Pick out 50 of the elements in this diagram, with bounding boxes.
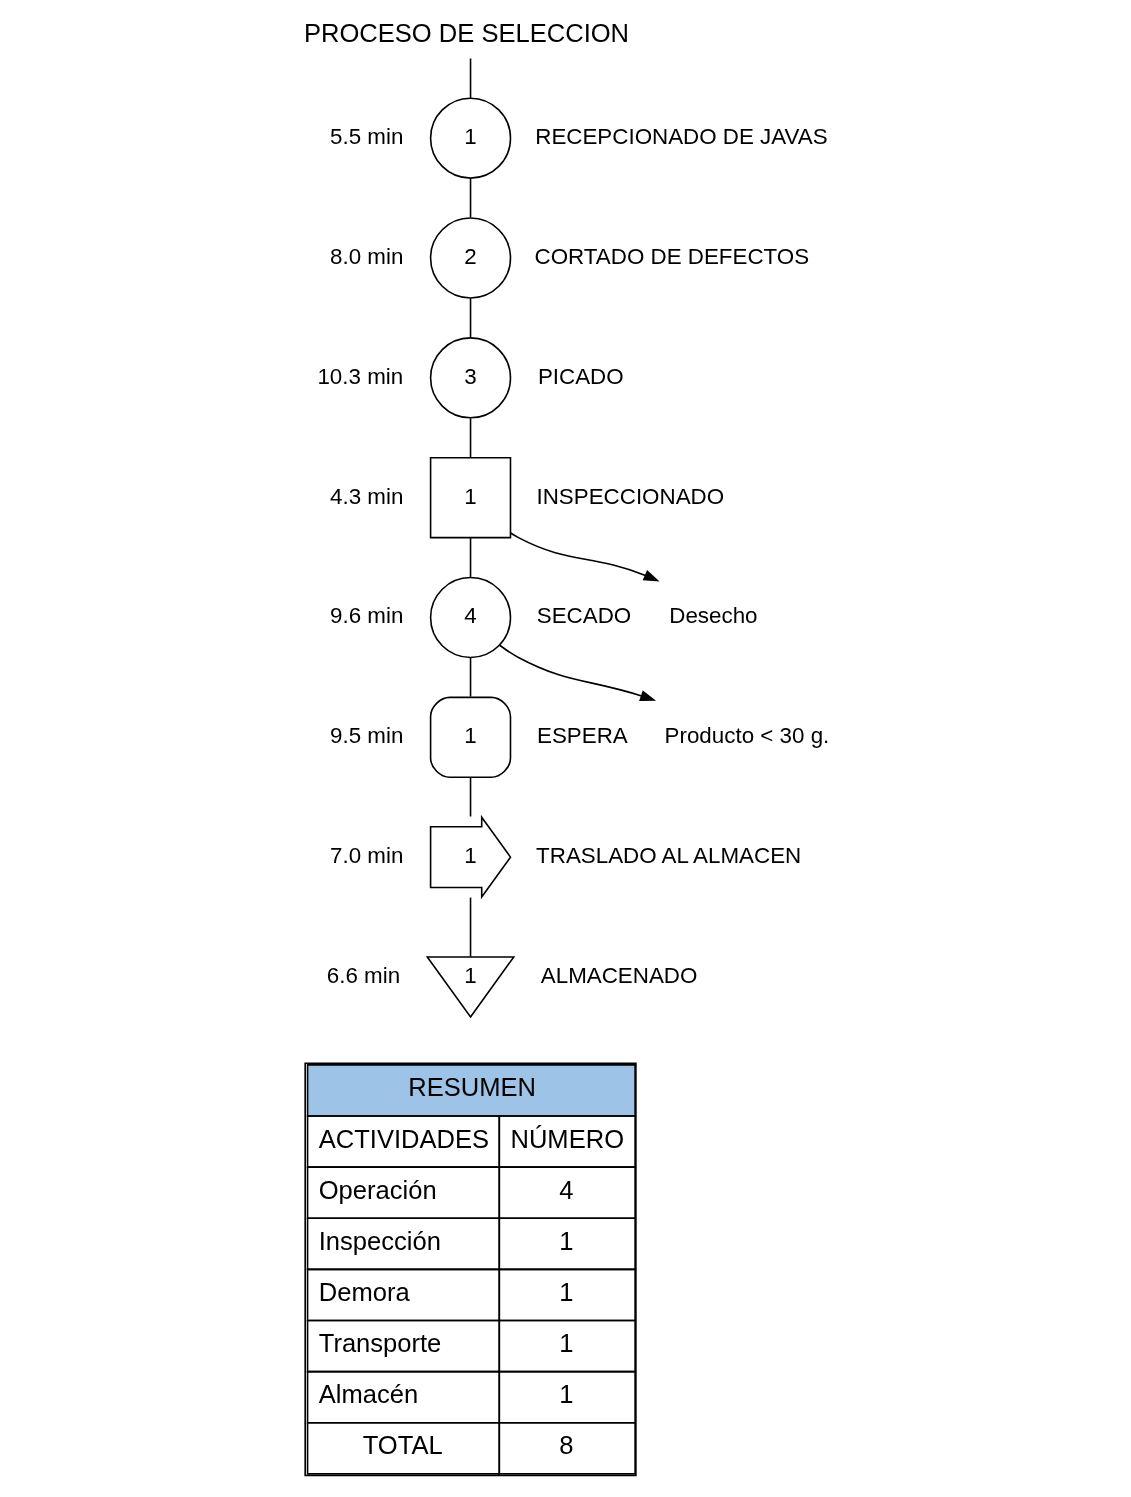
node-label: 5.5 min (329, 124, 403, 150)
label: 1 (558, 1329, 573, 1358)
node-text: Desecho (668, 603, 758, 629)
node-label: 7.0 min (329, 843, 403, 869)
connector (469, 657, 471, 698)
label: Operación (318, 1175, 437, 1204)
label: 1 (558, 1226, 573, 1255)
label: 1 (558, 1277, 573, 1306)
node-box: 1 (429, 456, 511, 539)
node-label: 8.0 min (329, 243, 403, 269)
arrow (498, 644, 656, 702)
node-circle: 4 (429, 576, 511, 659)
label: NÚMERO (509, 1124, 624, 1153)
node-text: Producto < 30 g. (664, 723, 829, 749)
node-label: 9.5 min (329, 723, 403, 749)
label: 1 (558, 1380, 573, 1409)
node-label: 4.3 min (329, 483, 403, 509)
connector (469, 537, 471, 578)
label: 8 (558, 1431, 573, 1460)
connector (469, 177, 471, 219)
label: 4 (558, 1175, 573, 1204)
connector (469, 896, 471, 958)
node-label: CORTADO DE DEFECTOS (534, 243, 809, 269)
node-circle: 1 (429, 97, 511, 179)
connector (469, 776, 471, 818)
node-label: 6.6 min (326, 962, 400, 988)
node-label: ESPERA (536, 723, 628, 749)
label: Almacén (318, 1380, 418, 1409)
connector (469, 297, 471, 338)
connector (469, 57, 471, 99)
label: TOTAL (362, 1431, 443, 1460)
node-label: TRASLADO AL ALMACEN (535, 843, 801, 869)
label: Demora (318, 1277, 410, 1306)
label: RESUMEN (407, 1073, 536, 1102)
label: Transporte (318, 1329, 441, 1358)
node-label: INSPECCIONADO (536, 483, 724, 509)
node-label: 10.3 min (316, 363, 403, 389)
node-label: PICADO (537, 363, 624, 389)
node-label: 9.6 min (329, 603, 403, 629)
node-circle: 3 (429, 337, 511, 419)
node-label: ALMACENADO (540, 962, 697, 988)
label: Inspección (318, 1226, 441, 1255)
node-label: RECEPCIONADO DE JAVAS (534, 124, 828, 150)
node-label: SECADO (536, 603, 631, 629)
node-box: 1 (429, 696, 511, 779)
label: ACTIVIDADES (318, 1124, 489, 1153)
diagram-title: PROCESO DE SELECCION (303, 18, 629, 47)
arrow (509, 532, 660, 582)
node-circle: 2 (429, 217, 511, 299)
connector (469, 417, 471, 458)
